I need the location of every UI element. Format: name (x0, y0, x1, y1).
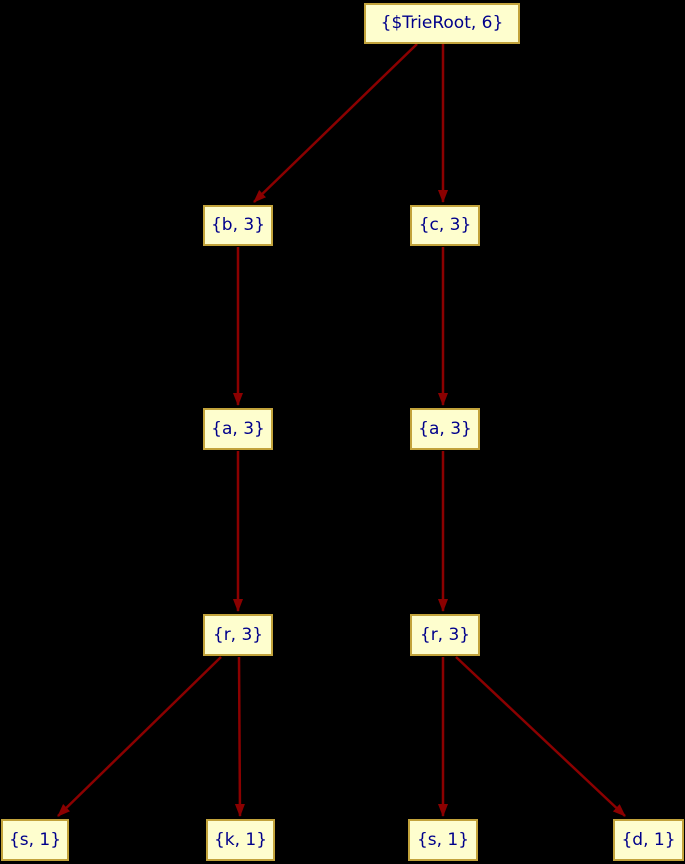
tree-node-a2: {a, 3} (410, 408, 480, 450)
tree-node-r2: {r, 3} (410, 614, 480, 656)
edge-r1-s1 (57, 656, 222, 817)
tree-node-a1: {a, 3} (203, 408, 273, 450)
tree-node-d: {d, 1} (613, 819, 684, 861)
tree-node-k: {k, 1} (206, 819, 275, 861)
tree-node-root: {$TrieRoot, 6} (364, 3, 520, 44)
edge-root-b (253, 43, 418, 203)
tree-node-r1: {r, 3} (203, 614, 273, 656)
edge-r2-d (455, 656, 626, 817)
tree-node-s2: {s, 1} (408, 819, 478, 861)
tree-node-c: {c, 3} (410, 205, 480, 246)
tree-node-b: {b, 3} (203, 205, 273, 246)
tree-node-s1: {s, 1} (1, 819, 69, 861)
edge-r1-k (234, 656, 245, 817)
